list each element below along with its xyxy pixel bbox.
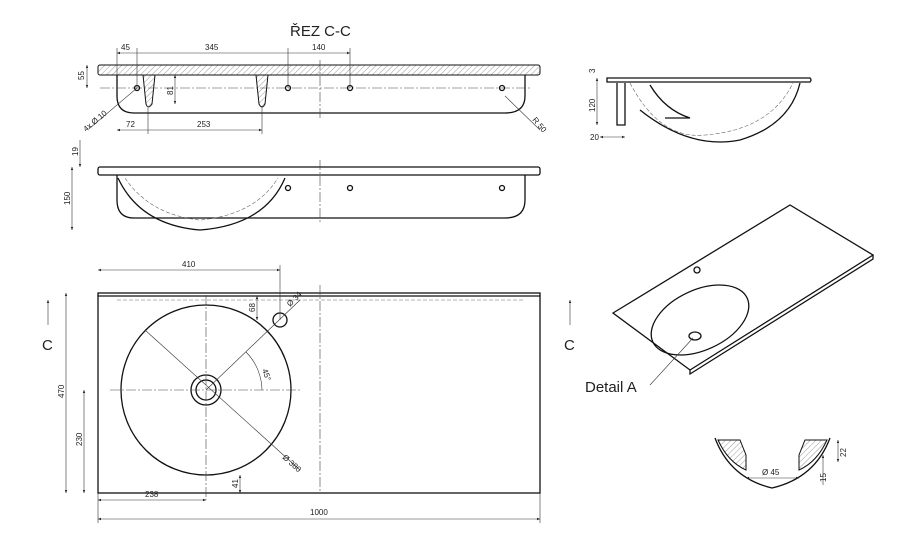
dim-bowl: Ø 380 [281, 453, 304, 475]
dim-22: 22 [839, 448, 848, 457]
rib-middle [255, 74, 269, 108]
dim-15: 15 [819, 473, 828, 482]
dim-19: 19 [71, 147, 80, 156]
front-view: 19 150 [63, 140, 541, 231]
dim-41: 41 [231, 479, 240, 488]
plan-view: 410 470 230 238 1000 68 Ø 34 45° Ø 380 4… [42, 260, 575, 523]
svg-text:C: C [564, 337, 575, 354]
rib-left [142, 74, 156, 108]
countertop-slab-section [97, 64, 541, 76]
dim-410: 410 [182, 260, 196, 269]
dim-230: 230 [75, 432, 84, 446]
dim-45: 45 [121, 43, 130, 52]
dim-345: 345 [205, 43, 219, 52]
section-title: ŘEZ C-C [290, 23, 351, 40]
svg-text:C: C [42, 337, 53, 354]
dim-1000: 1000 [310, 508, 328, 517]
dim-140: 140 [312, 43, 326, 52]
section-c-c-view: ŘEZ C-C 45 345 140 55 81 72 253 4x Ø 10 … [77, 23, 549, 135]
dim-drain: Ø 45 [762, 468, 780, 477]
dim-120: 120 [588, 98, 597, 112]
dim-radius: R 50 [530, 116, 548, 135]
dim-150: 150 [63, 191, 72, 205]
dim-3: 3 [588, 68, 597, 73]
dim-55: 55 [77, 71, 86, 80]
dim-holes: 4x Ø 10 [82, 108, 110, 133]
dim-238: 238 [145, 490, 159, 499]
side-view: 3 120 20 [588, 68, 812, 143]
dim-470: 470 [57, 384, 66, 398]
dim-20: 20 [590, 133, 599, 142]
detail-a-view: Ø 45 22 15 [714, 437, 848, 489]
detail-a-label: Detail A [585, 379, 637, 396]
isometric-view: Detail A [585, 204, 875, 396]
section-mark-left: C [42, 300, 53, 354]
dim-angle: 45° [260, 368, 273, 382]
basin-body-outline [116, 75, 526, 114]
dim-68: 68 [248, 303, 257, 312]
iso-bowl [650, 284, 750, 356]
section-mark-right: C [564, 300, 575, 354]
dim-81: 81 [166, 86, 175, 95]
dim-253: 253 [197, 120, 211, 129]
dim-72: 72 [126, 120, 135, 129]
